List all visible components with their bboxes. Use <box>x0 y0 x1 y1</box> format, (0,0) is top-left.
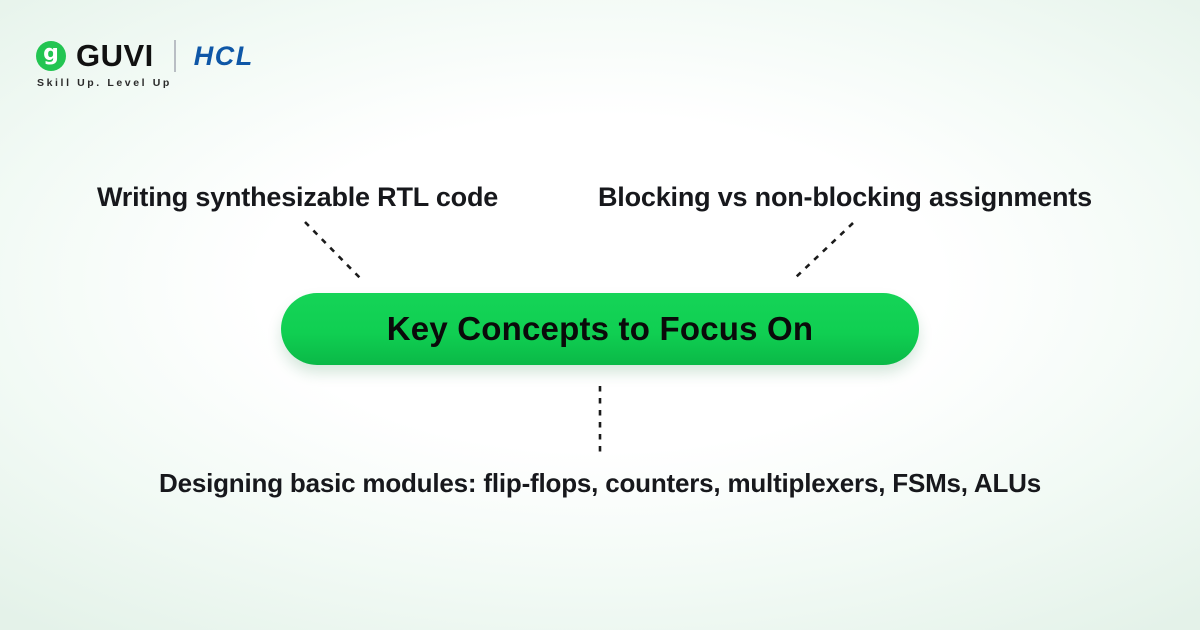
brand-tagline: Skill Up. Level Up <box>37 77 172 89</box>
concept-label-basic-modules: Designing basic modules: flip-flops, cou… <box>159 468 1041 498</box>
guvi-wordmark: GUVI <box>76 38 154 73</box>
brand-lockup: g GUVI HCL <box>36 38 254 74</box>
connector-top-left <box>304 221 363 281</box>
concept-label-blocking-nonblocking: Blocking vs non-blocking assignments <box>598 182 1092 212</box>
guvi-g-glyph: g <box>43 41 59 66</box>
connector-top-right <box>794 222 854 279</box>
key-concepts-pill: Key Concepts to Focus On <box>281 293 919 365</box>
guvi-logo-icon: g <box>36 41 66 71</box>
concept-label-writing-rtl: Writing synthesizable RTL code <box>97 182 499 212</box>
key-concepts-title: Key Concepts to Focus On <box>386 310 814 347</box>
hcl-wordmark: HCL <box>193 40 254 71</box>
brand-divider <box>173 40 176 72</box>
